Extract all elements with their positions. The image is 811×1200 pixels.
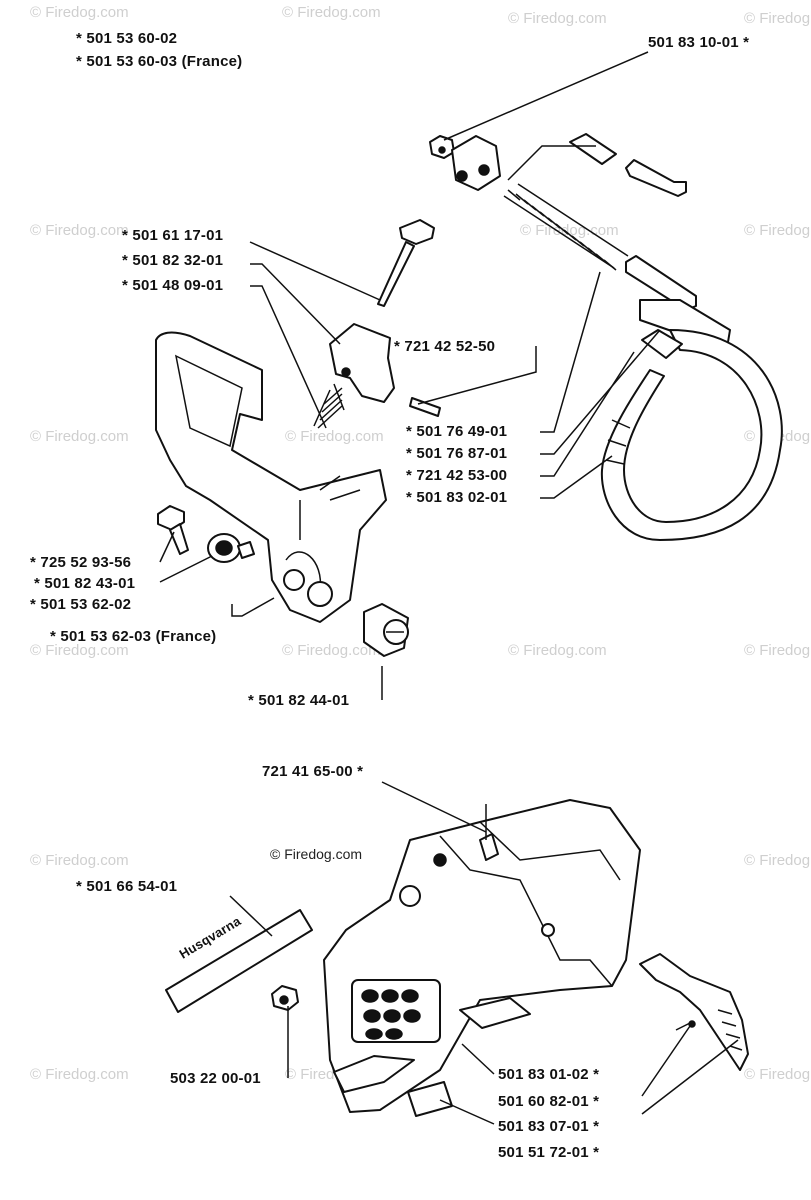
- part-label-721425250: * 721 42 52-50: [394, 338, 496, 355]
- watermark: © Firedog.com: [30, 4, 129, 21]
- part-label-501536202: * 501 53 62-02: [30, 596, 132, 613]
- watermark: © Firedog.com: [508, 10, 607, 27]
- watermark: © Firedog.com: [30, 222, 129, 239]
- watermark: © Firedog.com: [285, 428, 384, 445]
- part-label-501824401: * 501 82 44-01: [248, 692, 350, 709]
- husqvarna-decal: [165, 909, 313, 1013]
- part-label-501823201: * 501 82 32-01: [122, 252, 224, 269]
- part-label-501536003: * 501 53 60-03 (France): [76, 53, 243, 70]
- clutch-cover-assembly: [271, 799, 749, 1117]
- part-label-501665401: * 501 66 54-01: [76, 878, 178, 895]
- part-label-501768701: * 501 76 87-01: [406, 445, 508, 462]
- part-label-501764901: * 501 76 49-01: [406, 423, 508, 440]
- part-label-501830102: 501 83 01-02 *: [498, 1066, 600, 1083]
- leader-lines: [159, 51, 739, 1125]
- part-label-501831001: 501 83 10-01 *: [648, 34, 750, 51]
- part-label-501830201: * 501 83 02-01: [406, 489, 508, 506]
- brake-band-assembly: [429, 133, 783, 541]
- lever-spring: [313, 383, 345, 429]
- watermark: © Firedog.com: [744, 222, 811, 239]
- firedog-credit: © Firedog.com: [270, 846, 363, 862]
- part-label-725529356: * 725 52 93-56: [30, 554, 132, 571]
- brake-spring: [503, 183, 629, 271]
- bolt-assembly: [157, 505, 409, 657]
- watermark: © Firedog.com: [508, 642, 607, 659]
- watermark: © Firedog.com: [282, 4, 381, 21]
- part-label-503220001: 503 22 00-01: [170, 1070, 261, 1087]
- part-label-721425300: * 721 42 53-00: [406, 467, 508, 484]
- part-label-501517201: 501 51 72-01 *: [498, 1144, 600, 1161]
- watermark: © Firedog.com: [30, 1066, 129, 1083]
- part-label-721416500: 721 41 65-00 *: [262, 763, 364, 780]
- part-label-501611701: * 501 61 17-01: [122, 227, 224, 244]
- watermark: © Firedog.com: [744, 1066, 811, 1083]
- part-label-501536203: * 501 53 62-03 (France): [50, 628, 217, 645]
- part-label-501608201: 501 60 82-01 *: [498, 1093, 600, 1110]
- cover-vents: [351, 979, 441, 1043]
- part-label-501824301: * 501 82 43-01: [34, 575, 136, 592]
- part-label-501536002: * 501 53 60-02: [76, 30, 178, 47]
- watermark: © Firedog.com: [30, 428, 129, 445]
- watermark: © Firedog.com: [30, 852, 129, 869]
- watermark: © Firedog.com: [744, 852, 811, 869]
- watermark: © Firedog.com: [520, 222, 619, 239]
- watermark: © Firedog.com: [30, 642, 129, 659]
- hand-guard-assembly: [155, 219, 441, 623]
- watermark: © Firedog.com: [744, 642, 811, 659]
- part-label-501480901: * 501 48 09-01: [122, 277, 224, 294]
- part-label-501830701: 501 83 07-01 *: [498, 1118, 600, 1135]
- watermark: © Firedog.com: [744, 10, 811, 27]
- watermark: © Firedog.com: [282, 642, 381, 659]
